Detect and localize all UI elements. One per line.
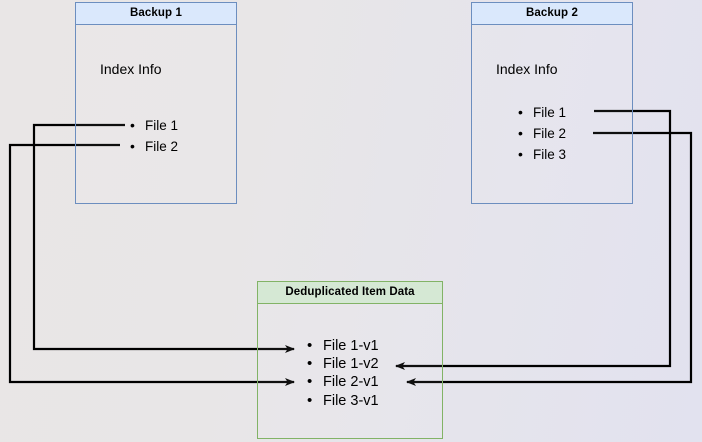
list-item: File 2-v1: [304, 373, 379, 391]
node-backup-1-body: Index Info File 1 File 2: [76, 25, 236, 203]
node-dedup-body: File 1-v1 File 1-v2 File 2-v1 File 3-v1: [258, 304, 442, 438]
node-backup-2[interactable]: Backup 2 Index Info File 1 File 2 File 3: [471, 2, 633, 204]
node-backup-1[interactable]: Backup 1 Index Info File 1 File 2: [75, 2, 237, 204]
backup-2-index-label: Index Info: [496, 61, 558, 77]
node-backup-2-body: Index Info File 1 File 2 File 3: [472, 25, 632, 203]
node-backup-1-title: Backup 1: [76, 3, 236, 25]
list-item: File 3: [516, 144, 566, 165]
list-item: File 2: [128, 136, 178, 157]
node-deduplicated-item-data[interactable]: Deduplicated Item Data File 1-v1 File 1-…: [257, 281, 443, 439]
node-dedup-title: Deduplicated Item Data: [258, 282, 442, 304]
list-item: File 3-v1: [304, 392, 379, 410]
list-item: File 1: [128, 115, 178, 136]
dedup-item-list: File 1-v1 File 1-v2 File 2-v1 File 3-v1: [304, 337, 379, 410]
list-item: File 2: [516, 123, 566, 144]
backup-1-file-list: File 1 File 2: [128, 115, 178, 157]
list-item: File 1-v1: [304, 337, 379, 355]
list-item: File 1-v2: [304, 355, 379, 373]
backup-1-index-label: Index Info: [100, 61, 162, 77]
list-item: File 1: [516, 102, 566, 123]
node-backup-2-title: Backup 2: [472, 3, 632, 25]
backup-2-file-list: File 1 File 2 File 3: [516, 102, 566, 165]
